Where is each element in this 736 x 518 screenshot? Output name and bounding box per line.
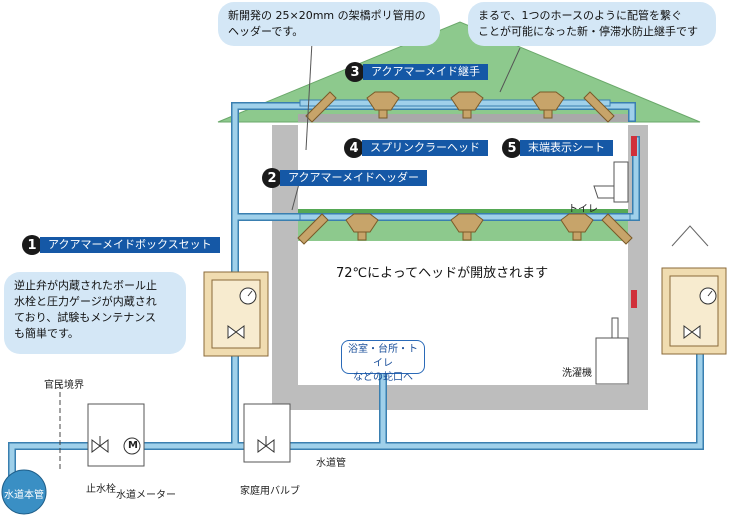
badge-label: スプリンクラーヘッド — [362, 140, 488, 156]
water-main-circle — [1, 469, 47, 515]
water-meter-icon — [123, 437, 141, 455]
bubble-line: まるで、1つのホースのように配管を繋ぐ — [478, 9, 683, 22]
faucet-callout: 浴室・台所・トイレ などの蛇口へ — [341, 340, 425, 383]
bubble-line: 逆止弁が内蔵されたボール止 — [14, 279, 157, 292]
lower-fittings — [297, 213, 633, 245]
end-sheet-lower — [631, 290, 637, 308]
badge-label: アクアマーメイド継手 — [363, 64, 489, 80]
stop-valve-label: 止水栓 — [86, 484, 116, 495]
water-pipe-label: 水道管 — [316, 458, 346, 469]
washing-machine-icon — [595, 317, 629, 385]
ground-slab — [272, 385, 648, 410]
callout-line: などの蛇口へ — [353, 372, 413, 383]
bubble-line: 水栓と圧力ゲージが内蔵され — [14, 295, 157, 308]
washer-label: 洗濯機 — [562, 368, 592, 379]
box-bubble: 逆止弁が内蔵されたボール止 水栓と圧力ゲージが内蔵され ており、試験もメンテナン… — [4, 272, 186, 354]
badge-label: 末端表示シート — [520, 140, 613, 156]
meter-symbol: M — [128, 440, 138, 451]
end-sheet-upper — [631, 136, 637, 156]
badge-joint: 3 アクアマーメイド継手 — [345, 62, 489, 82]
house-valve-box — [243, 403, 291, 463]
leader-line — [499, 47, 521, 93]
box-set-left — [203, 271, 269, 357]
bubble-line: 新開発の 25×20mm の架橋ポリ管用の — [228, 9, 426, 22]
water-main-label: 水道本管 — [4, 490, 44, 501]
badge-number: 5 — [502, 138, 522, 158]
head-open-label: 72℃によってヘッドが開放されます — [336, 266, 549, 281]
bubble-line: ヘッダーです。 — [228, 25, 304, 38]
badge-label: アクアマーメイドボックスセット — [40, 237, 220, 253]
joint-bubble: まるで、1つのホースのように配管を繋ぐ ことが可能になった新・停滞水防止継手です — [468, 2, 716, 46]
leader-line — [305, 41, 313, 151]
new-header-bubble: 新開発の 25×20mm の架橋ポリ管用の ヘッダーです。 — [218, 2, 440, 46]
badge-number: 4 — [344, 138, 364, 158]
badge-box-set: 1 アクアマーメイドボックスセット — [22, 235, 220, 255]
water-meter-label: 水道メーター — [116, 490, 176, 501]
callout-line: 浴室・台所・トイレ — [348, 344, 418, 369]
house-valve-label: 家庭用バルブ — [240, 486, 300, 497]
badge-number: 2 — [262, 168, 282, 188]
toilet-icon — [593, 161, 629, 203]
neighbor-roof — [671, 225, 709, 247]
badge-end-sheet: 5 末端表示シート — [502, 138, 613, 158]
bubble-line: ことが可能になった新・停滞水防止継手です — [478, 25, 698, 38]
boundary-label: 官民境界 — [44, 380, 84, 391]
toilet-label: トイレ — [568, 204, 598, 215]
box-set-right — [661, 267, 727, 355]
upper-fittings — [305, 91, 615, 123]
badge-number: 1 — [22, 235, 42, 255]
bubble-line: も簡単です。 — [14, 327, 79, 340]
badge-label: アクアマーメイドヘッダー — [280, 170, 428, 186]
badge-header: 2 アクアマーメイドヘッダー — [262, 168, 428, 188]
badge-sprinkler-head: 4 スプリンクラーヘッド — [344, 138, 488, 158]
bubble-line: ており、試験もメンテナンス — [14, 311, 157, 324]
meter-box — [87, 403, 145, 467]
badge-number: 3 — [345, 62, 365, 82]
